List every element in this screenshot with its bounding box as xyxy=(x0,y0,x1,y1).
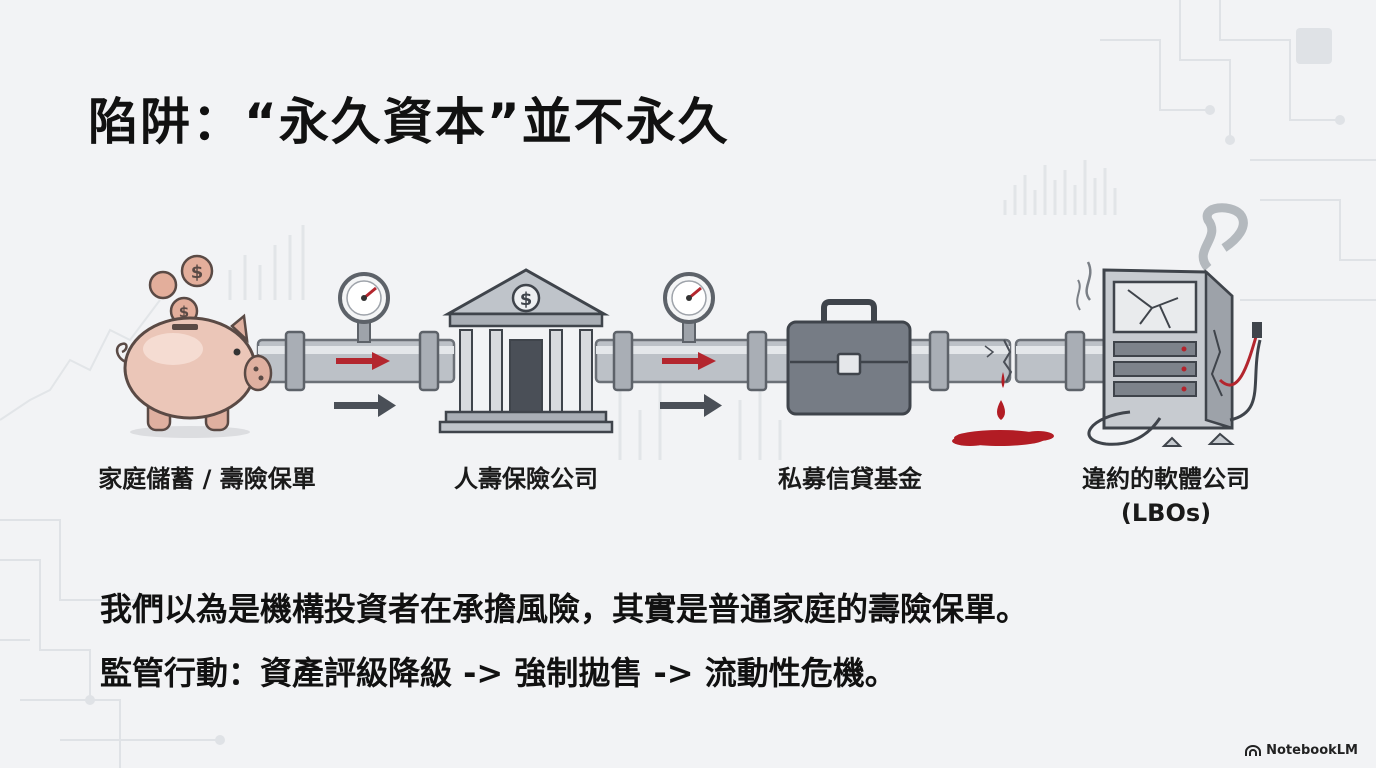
direction-arrow-icon xyxy=(660,394,722,417)
pipe-flange xyxy=(1064,330,1086,392)
stage-label-text: 違約的軟體公司 xyxy=(1082,465,1250,493)
body-line-2: 監管行動：資產評級降級 -> 強制拋售 -> 流動性危機。 xyxy=(100,654,897,692)
stage-label-text: 家庭儲蓄 / 壽險保單 xyxy=(98,465,316,493)
flow-arrow-icon xyxy=(662,352,716,370)
leak-puddle-icon xyxy=(952,372,1054,446)
svg-text:$: $ xyxy=(520,289,533,310)
page-title: 陷阱：“永久資本”並不永久 xyxy=(88,93,730,151)
pipe-crack xyxy=(1002,339,1013,383)
body-line-1: 我們以為是機構投資者在承擔風險，其實是普通家庭的壽險保單。 xyxy=(100,590,1029,628)
stage-label-text: 私募信貸基金 xyxy=(778,465,922,493)
stage-label-subtext: (LBOs) xyxy=(1120,499,1212,527)
brand-label: NotebookLM xyxy=(1266,743,1358,758)
stage-label-household: 家庭儲蓄 / 壽險保單 xyxy=(86,462,328,496)
broken-server-icon xyxy=(1076,203,1262,447)
notebooklm-branding: NotebookLM xyxy=(1245,743,1358,758)
pipe-flange xyxy=(284,330,306,392)
pipe-flange xyxy=(746,330,768,392)
stage-label-insurer: 人壽保險公司 xyxy=(426,462,626,496)
notebooklm-logo-icon xyxy=(1245,744,1262,756)
direction-arrow-icon xyxy=(334,394,396,417)
gauge-icon xyxy=(338,272,390,343)
flow-arrow-icon xyxy=(336,352,390,370)
briefcase-icon xyxy=(786,299,912,416)
svg-text:$: $ xyxy=(179,303,189,321)
svg-text:$: $ xyxy=(191,262,204,283)
gauge-icon xyxy=(663,272,715,343)
pipe-flange xyxy=(612,330,634,392)
bank-building-icon: $ xyxy=(438,268,614,434)
stage-label-software-company: 違約的軟體公司 (LBOs) xyxy=(1058,462,1274,530)
piggy-bank-icon: $ $ xyxy=(115,254,273,438)
stage-label-text: 人壽保險公司 xyxy=(454,465,598,493)
pipe-flange xyxy=(418,330,440,392)
stage-label-private-credit: 私募信貸基金 xyxy=(750,462,950,496)
pipe-flange xyxy=(928,330,950,392)
